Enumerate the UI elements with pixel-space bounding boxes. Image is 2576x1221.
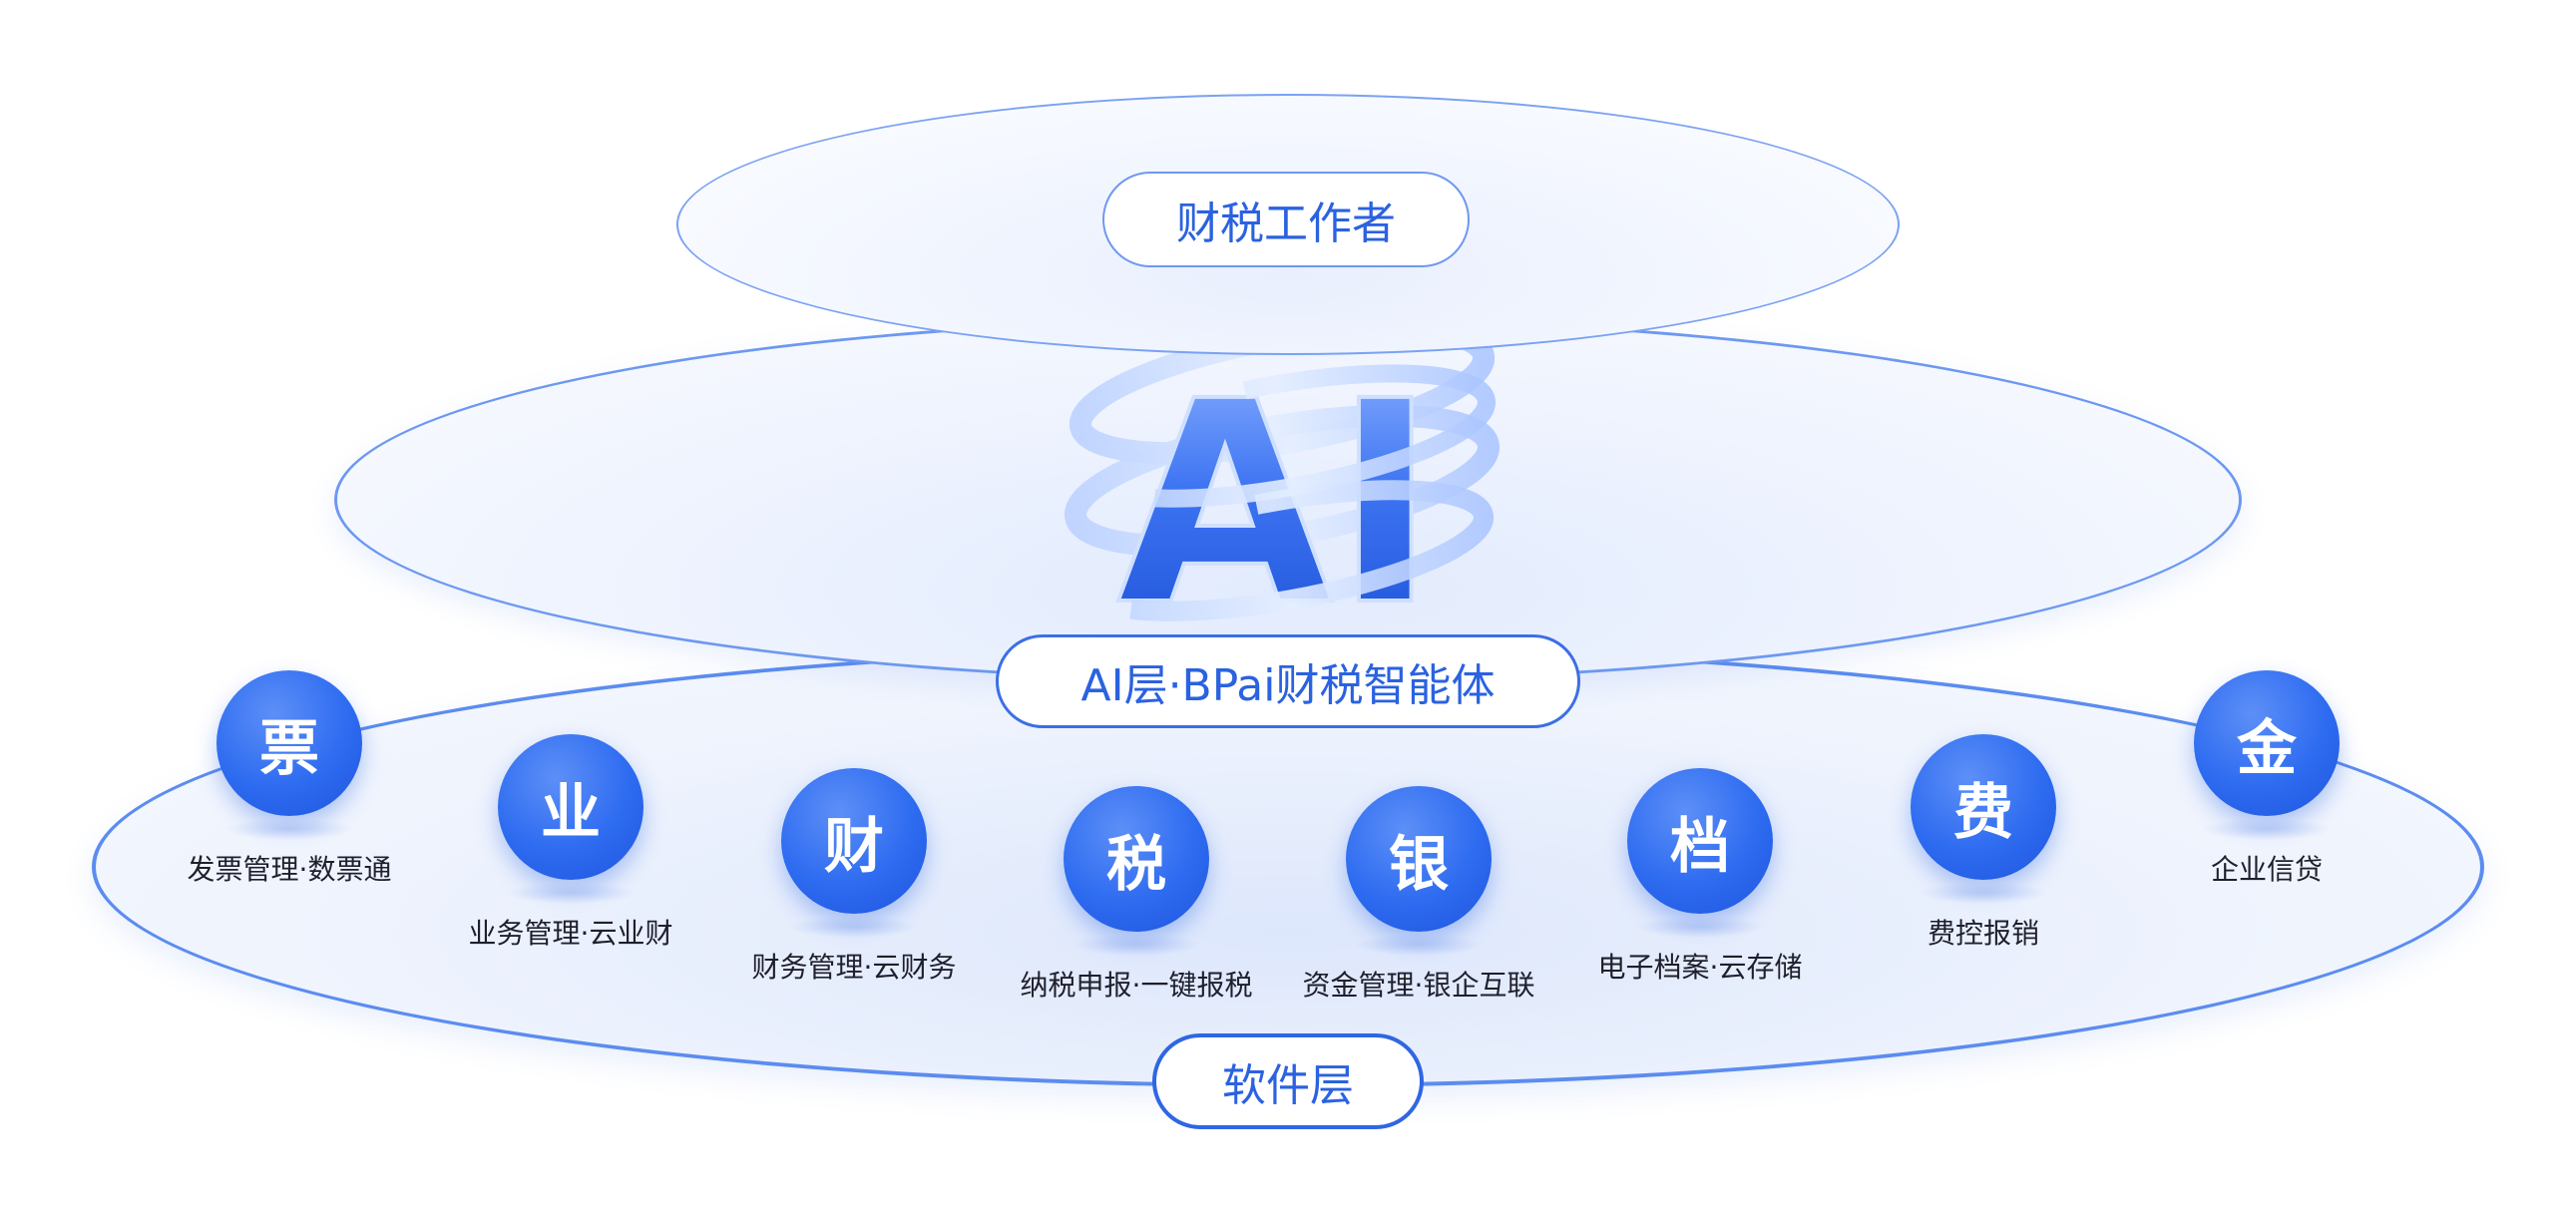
module-label: 资金管理·银企互联 [1302,969,1535,1002]
module-glow [224,818,354,840]
module-icon: 金 [2194,670,2340,816]
module-glow [789,916,919,938]
module-icon: 票 [216,670,362,816]
module-glow [1354,934,1484,956]
module-label: 电子档案·云存储 [1597,951,1803,984]
module-icon: 档 [1627,768,1773,914]
ribbon-front-1 [1070,480,1495,621]
module-label: 费控报销 [1927,917,2039,950]
ai-layer-label: AI层·BPai财税智能体 [996,634,1580,728]
module-glow [1919,882,2048,904]
module-label: 企业信贷 [2210,853,2323,886]
module-glow [1072,934,1201,956]
module-label: 财务管理·云财务 [751,951,957,984]
ribbon-front-2 [1068,364,1497,508]
ribbon-back-2 [1064,404,1501,558]
module-glow [506,882,636,904]
module-glow [2202,818,2332,840]
module-icon: 税 [1064,786,1209,932]
software-layer-label: 软件层 [1152,1033,1424,1129]
module-label: 业务管理·云业财 [468,917,673,950]
module-label: 发票管理·数票通 [187,853,392,886]
module-icon: 费 [1911,734,2056,880]
module-icon: 银 [1346,786,1492,932]
module-icon: 财 [781,768,927,914]
worker-layer-label: 财税工作者 [1102,172,1470,267]
module-icon: 业 [498,734,644,880]
module-label: 纳税申报·一键报税 [1020,969,1253,1002]
module-glow [1635,916,1765,938]
